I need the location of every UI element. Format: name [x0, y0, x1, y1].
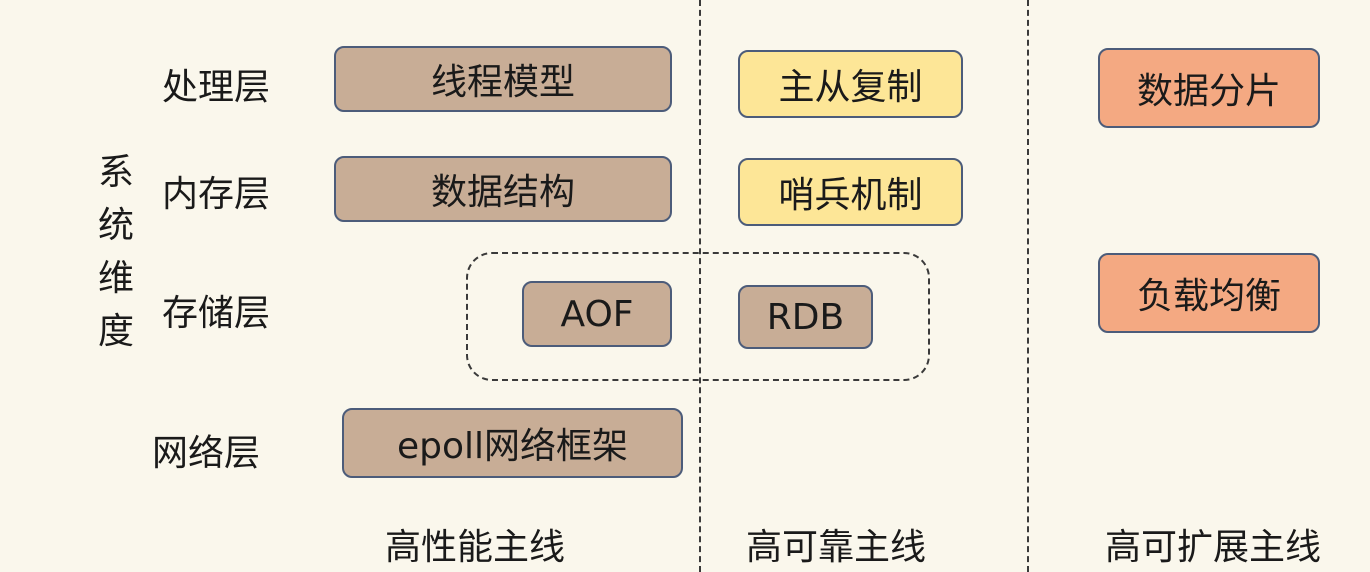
layer-label-storage: 存储层 [162, 293, 271, 334]
persistence-group [466, 252, 930, 381]
column-divider-right [1027, 0, 1029, 572]
vertical-title-char: 维 [97, 258, 134, 299]
column-title-reliability: 高可靠主线 [746, 527, 927, 568]
sentinel-mechanism-box: 哨兵机制 [738, 158, 963, 226]
thread-model-box: 线程模型 [334, 46, 672, 112]
aof-box: AOF [522, 281, 672, 347]
column-divider-left [699, 0, 701, 572]
vertical-title-char: 度 [97, 311, 134, 352]
layer-label-memory: 内存层 [162, 174, 271, 215]
column-title-scalability: 高可扩展主线 [1105, 527, 1322, 568]
layer-label-network: 网络层 [152, 433, 261, 474]
rdb-box: RDB [738, 285, 873, 349]
column-title-performance: 高性能主线 [385, 527, 566, 568]
vertical-title-char: 系 [97, 152, 134, 193]
data-structure-box: 数据结构 [334, 156, 672, 222]
layer-label-processing: 处理层 [162, 67, 271, 108]
system-dimension-title: 系 统 维 度 [94, 146, 138, 358]
epoll-network-framework-box: epoll网络框架 [342, 408, 683, 478]
master-slave-replication-box: 主从复制 [738, 50, 963, 118]
load-balancing-box: 负载均衡 [1098, 253, 1320, 333]
data-sharding-box: 数据分片 [1098, 48, 1320, 128]
vertical-title-char: 统 [97, 205, 134, 246]
